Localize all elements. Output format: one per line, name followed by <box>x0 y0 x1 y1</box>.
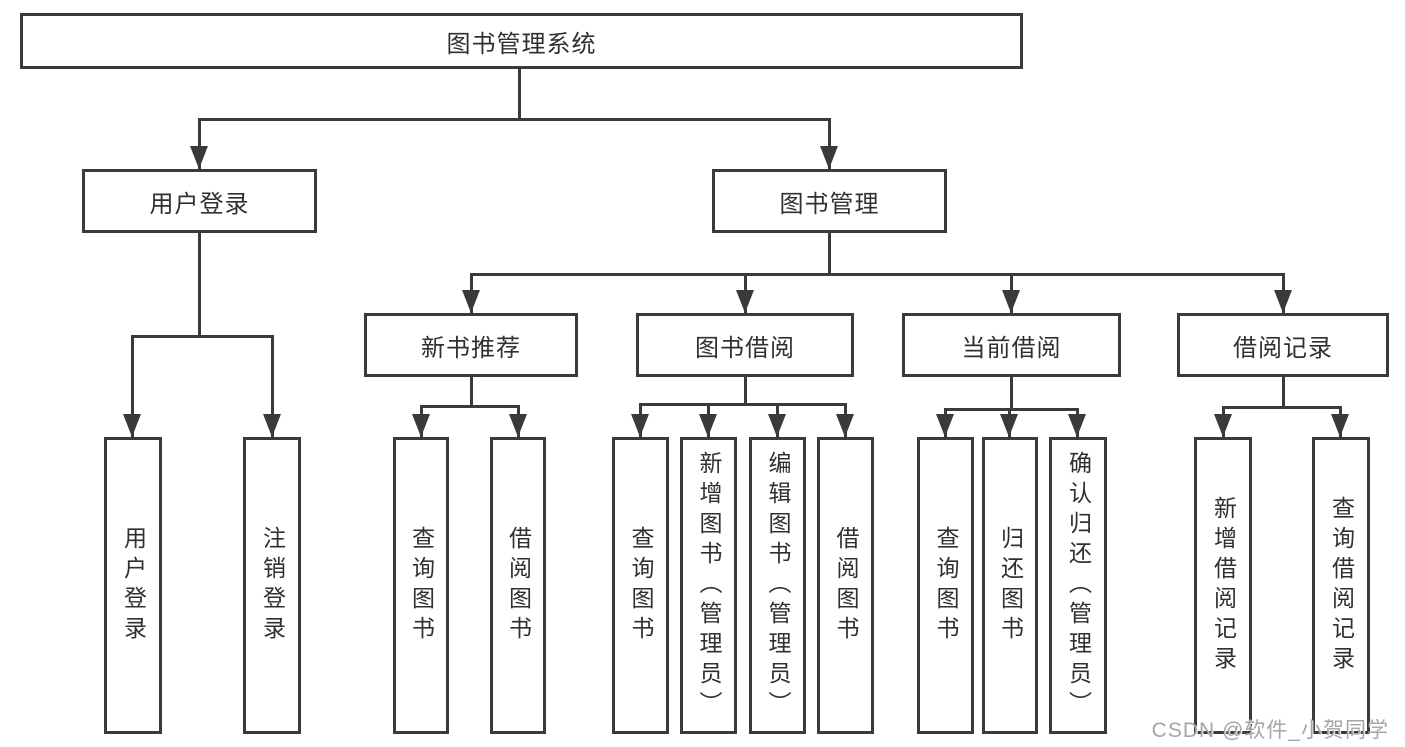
connector-line <box>131 335 274 338</box>
leaf-query-books-recommend: 查询图书 <box>393 437 449 734</box>
node-label: 用户登录 <box>120 525 147 646</box>
arrow-down-icon <box>820 146 838 169</box>
connector-line <box>944 408 1079 411</box>
node-label: 借阅记录 <box>1233 334 1333 362</box>
arrow-down-icon <box>412 414 430 437</box>
connector-line <box>1010 377 1013 410</box>
connector-line <box>744 377 747 405</box>
arrow-down-icon <box>768 414 786 437</box>
node-label: 查询图书 <box>408 525 435 646</box>
arrow-down-icon <box>263 414 281 437</box>
arrow-down-icon <box>1000 414 1018 437</box>
connector-line <box>1282 377 1285 408</box>
node-user-login: 用户登录 <box>82 169 317 233</box>
connector-line <box>1222 406 1342 409</box>
arrow-down-icon <box>699 414 717 437</box>
node-label: 新增借阅记录 <box>1210 495 1237 676</box>
node-label: 确认归还（管理员） <box>1065 450 1092 721</box>
csdn-watermark: CSDN @软件_小贺同学 <box>1151 719 1389 742</box>
node-label: 图书管理 <box>779 190 880 218</box>
node-current-borrow: 当前借阅 <box>902 313 1121 377</box>
connector-line <box>420 405 520 408</box>
node-label: 查询图书 <box>628 525 654 646</box>
node-label: 用户登录 <box>149 190 250 218</box>
connector-line <box>198 118 201 169</box>
node-label: 借阅图书 <box>833 525 859 646</box>
arrow-down-icon <box>1331 414 1349 437</box>
node-label: 编辑图书（管理员） <box>765 450 791 721</box>
connector-line <box>828 118 831 169</box>
arrow-down-icon <box>190 146 208 169</box>
arrow-down-icon <box>1274 290 1292 313</box>
node-label: 当前借阅 <box>961 334 1062 362</box>
arrow-down-icon <box>462 290 480 313</box>
arrow-down-icon <box>836 414 854 437</box>
connector-line <box>828 233 831 275</box>
leaf-add-borrow-record: 新增借阅记录 <box>1194 437 1252 734</box>
leaf-edit-books-admin: 编辑图书（管理员） <box>749 437 806 734</box>
leaf-query-borrow-record: 查询借阅记录 <box>1312 437 1370 734</box>
connector-line <box>470 273 1284 276</box>
node-new-book-recommend: 新书推荐 <box>364 313 578 377</box>
arrow-down-icon <box>509 414 527 437</box>
leaf-borrow-books: 借阅图书 <box>817 437 874 734</box>
connector-line <box>470 377 473 407</box>
node-label: 图书管理系统 <box>446 30 597 58</box>
node-label: 查询图书 <box>933 525 959 646</box>
arrow-down-icon <box>1214 414 1232 437</box>
node-label: 新增图书（管理员） <box>696 450 722 721</box>
connector-line <box>271 335 274 437</box>
leaf-logout: 注销登录 <box>243 437 301 734</box>
node-label: 注销登录 <box>259 525 286 646</box>
arrow-down-icon <box>736 290 754 313</box>
arrow-down-icon <box>1068 414 1086 437</box>
leaf-user-login: 用户登录 <box>104 437 162 734</box>
connector-line <box>518 69 521 118</box>
node-book-borrow: 图书借阅 <box>636 313 854 377</box>
node-book-management: 图书管理 <box>712 169 947 233</box>
arrow-down-icon <box>123 414 141 437</box>
node-root: 图书管理系统 <box>20 13 1023 69</box>
node-borrow-records: 借阅记录 <box>1177 313 1389 377</box>
connector-line <box>198 118 831 121</box>
arrow-down-icon <box>936 414 954 437</box>
leaf-query-books-current: 查询图书 <box>917 437 974 734</box>
node-label: 归还图书 <box>997 525 1024 646</box>
connector-line <box>198 233 201 336</box>
leaf-borrow-books-recommend: 借阅图书 <box>490 437 546 734</box>
connector-line <box>639 403 847 406</box>
node-label: 新书推荐 <box>421 334 521 362</box>
arrow-down-icon <box>631 414 649 437</box>
leaf-query-books-borrow: 查询图书 <box>612 437 669 734</box>
arrow-down-icon <box>1002 290 1020 313</box>
node-label: 查询借阅记录 <box>1328 495 1355 676</box>
leaf-add-books-admin: 新增图书（管理员） <box>680 437 737 734</box>
connector-line <box>131 335 134 437</box>
node-label: 图书借阅 <box>695 334 795 362</box>
leaf-return-books: 归还图书 <box>982 437 1038 734</box>
leaf-confirm-return-admin: 确认归还（管理员） <box>1049 437 1107 734</box>
node-label: 借阅图书 <box>505 525 532 646</box>
